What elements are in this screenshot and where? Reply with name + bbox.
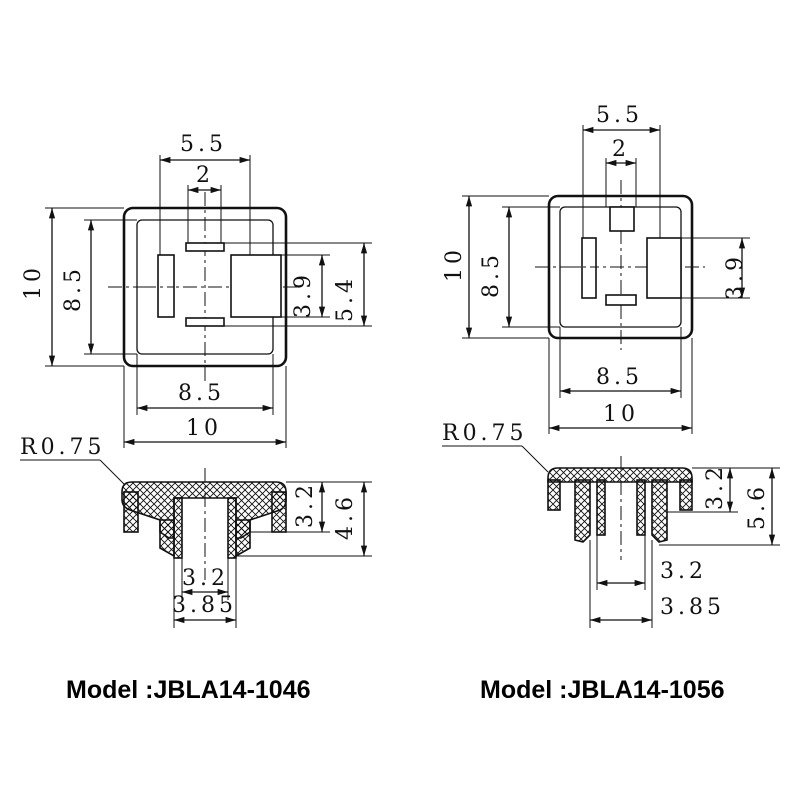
radius-label-left: R0.75 bbox=[20, 435, 106, 460]
model-title-jbla14-1046: Model :JBLA14-1046 bbox=[66, 676, 311, 704]
dim-top-outer-right: 5.5 bbox=[596, 103, 643, 128]
dim-left-inner-left: 8.5 bbox=[61, 265, 86, 312]
dim-right-inner-left: 3.9 bbox=[291, 271, 316, 318]
side-view-jbla14-1056: R0.75 3.2 5.6 3.2 3.85 bbox=[442, 421, 780, 628]
dim-side-bottom-inner-right: 3.2 bbox=[660, 559, 707, 584]
dim-bottom-inner-right: 8.5 bbox=[596, 365, 643, 390]
dim-left-inner-right: 8.5 bbox=[479, 251, 504, 298]
side-view-jbla14-1046: R0.75 3.2 4.6 3.2 3.85 bbox=[20, 435, 372, 628]
dim-left-outer-right: 10 bbox=[442, 246, 467, 282]
dim-side-bottom-outer-right: 3.85 bbox=[660, 595, 725, 620]
dim-top-outer-left: 5.5 bbox=[180, 132, 227, 157]
top-view-jbla14-1046: 5.5 2 10 8.5 3.9 5.4 8.5 10 bbox=[21, 132, 372, 448]
dim-side-right-outer-right: 5.6 bbox=[745, 483, 770, 530]
dim-right-inner-right: 3.9 bbox=[723, 253, 748, 300]
dim-right-outer-left: 5.4 bbox=[333, 275, 358, 322]
radius-label-right: R0.75 bbox=[442, 421, 528, 446]
dim-side-right-inner-right: 3.2 bbox=[703, 463, 728, 510]
dim-top-inner-left: 2 bbox=[196, 163, 214, 188]
dim-bottom-inner-left: 8.5 bbox=[178, 381, 225, 406]
dim-side-right-inner-left: 3.2 bbox=[293, 481, 318, 528]
dim-bottom-outer-left: 10 bbox=[186, 416, 222, 441]
dim-side-bottom-inner-left: 3.2 bbox=[182, 566, 229, 591]
dim-side-right-outer-left: 4.6 bbox=[333, 493, 358, 540]
dim-bottom-outer-right: 10 bbox=[603, 402, 639, 427]
top-view-jbla14-1056: 5.5 2 10 8.5 3.9 8.5 10 bbox=[442, 103, 750, 434]
model-title-jbla14-1056: Model :JBLA14-1056 bbox=[480, 676, 725, 704]
dim-side-bottom-outer-left: 3.85 bbox=[172, 593, 237, 618]
dim-top-inner-right: 2 bbox=[612, 137, 630, 162]
dim-left-outer-left: 10 bbox=[21, 264, 46, 300]
